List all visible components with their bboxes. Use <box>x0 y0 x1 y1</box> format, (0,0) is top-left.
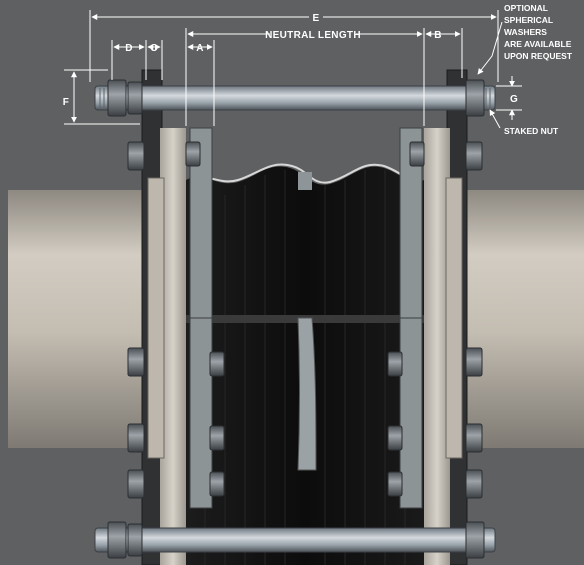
center-tab-lower <box>297 317 317 471</box>
washers-note-line-5: UPON REQUEST <box>504 51 573 61</box>
flange-bolt-nuts <box>127 141 483 499</box>
right-gusset-plate-bottom <box>399 317 423 509</box>
washers-note-line-2: SPHERICAL <box>504 15 553 25</box>
right-flange-face <box>445 177 463 459</box>
bellows-bead-top <box>191 163 421 184</box>
top-tie-rod <box>94 85 496 111</box>
bottom-tie-rod <box>94 527 496 553</box>
washers-note-line-1: OPTIONAL <box>504 3 548 13</box>
dim-label-neutral-length: NEUTRAL LENGTH <box>265 30 361 41</box>
washers-note-line-4: ARE AVAILABLE <box>504 39 572 49</box>
left-pipe <box>8 190 148 448</box>
dim-label-f: F <box>63 97 69 108</box>
washers-note-line-3: WASHERS <box>504 27 547 37</box>
rod-threads-top <box>99 88 491 108</box>
left-flange-face <box>147 177 165 459</box>
dim-label-a: A <box>196 43 204 54</box>
staked-nut-label: STAKED NUT <box>504 126 559 136</box>
dim-label-e: E <box>313 13 320 24</box>
top-rod-nuts <box>107 79 485 117</box>
bottom-rod-nuts <box>107 521 485 559</box>
dim-label-g: G <box>510 94 518 105</box>
right-pipe <box>462 190 584 448</box>
dim-label-b: B <box>434 30 442 41</box>
dim-label-d: D <box>125 43 133 54</box>
left-gusset-plate-bottom <box>189 317 213 509</box>
dim-label-c: C <box>150 43 158 54</box>
center-tab-top <box>298 172 312 190</box>
